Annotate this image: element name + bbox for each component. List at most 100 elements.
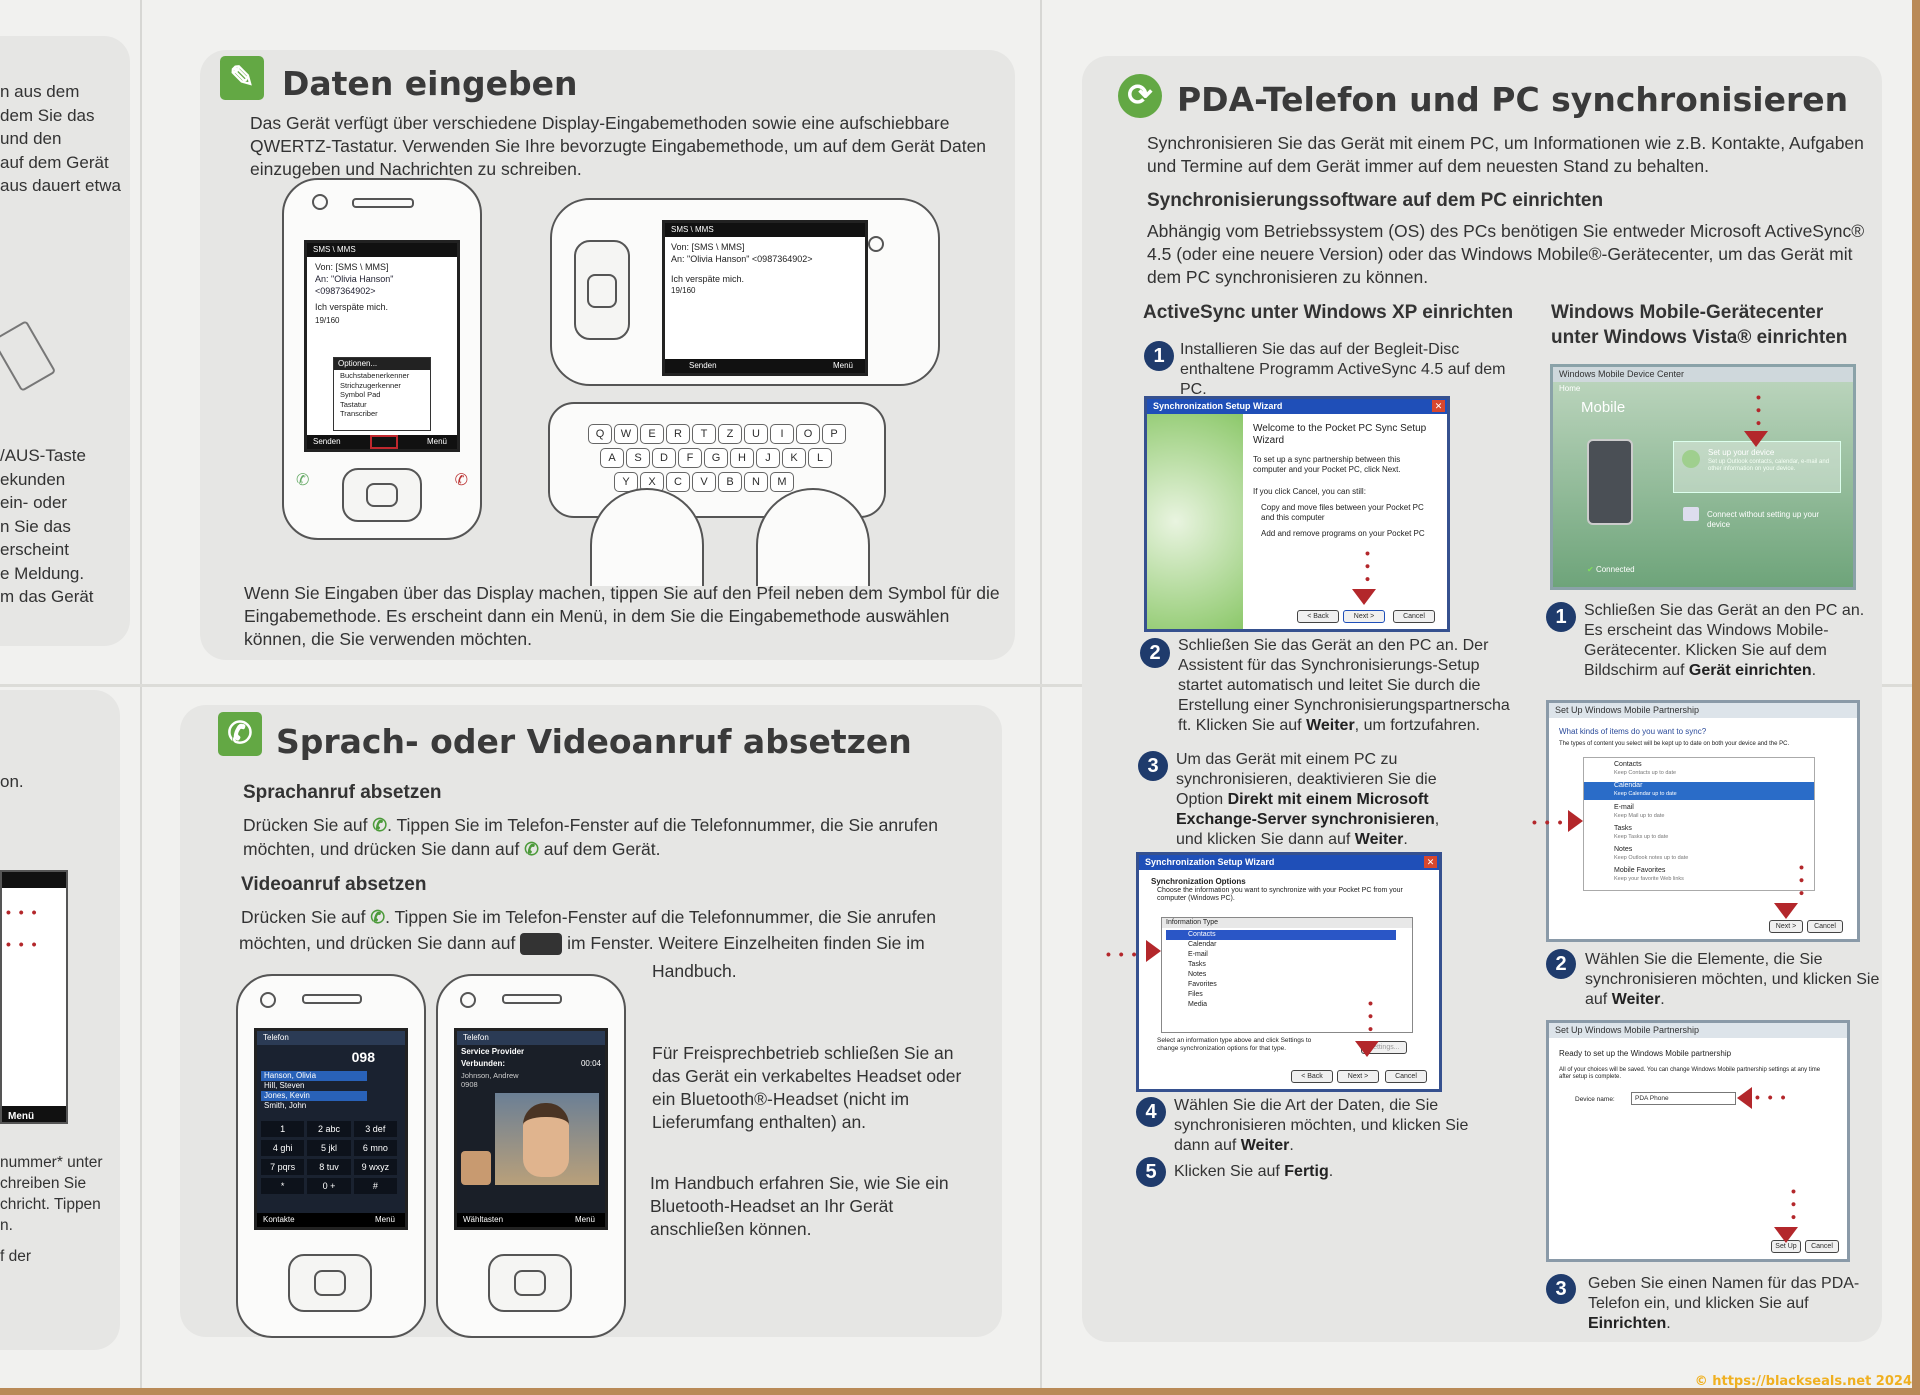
dial-key[interactable]: 1 xyxy=(261,1121,305,1137)
list-item-checkbox[interactable]: Calendar xyxy=(1188,941,1217,948)
cancel-button[interactable]: Cancel xyxy=(1807,920,1843,933)
dial-key[interactable]: * xyxy=(261,1178,305,1194)
contact-row[interactable]: Hill, Steven xyxy=(264,1081,305,1090)
key[interactable]: R xyxy=(666,424,690,444)
input-method-arrow-highlight[interactable] xyxy=(369,435,398,449)
cancel-button[interactable]: Cancel xyxy=(1805,1240,1839,1253)
menu-item-options[interactable]: Optionen... xyxy=(334,358,430,370)
list-item-checkbox[interactable]: Files xyxy=(1188,991,1203,998)
step-text: . xyxy=(1660,991,1665,1008)
soft-key-contacts[interactable]: Kontakte xyxy=(263,1215,295,1224)
next-button[interactable]: Next > xyxy=(1337,1070,1379,1083)
window-title-bar: Set Up Windows Mobile Partnership xyxy=(1549,703,1857,718)
contact-row[interactable]: Hanson, Olivia xyxy=(261,1071,367,1081)
back-button[interactable]: < Back xyxy=(1297,610,1339,623)
soft-key-send[interactable]: Senden xyxy=(313,437,341,446)
xp-step-5-badge: 5 xyxy=(1136,1157,1166,1187)
key[interactable]: A xyxy=(600,448,624,468)
soft-key-menu[interactable]: Menü xyxy=(374,1215,395,1224)
step-text: Wählen Sie die Elemente, die Sie synchro… xyxy=(1585,951,1880,1008)
close-icon[interactable]: ✕ xyxy=(1424,856,1437,868)
wizard-side-graphic xyxy=(1147,414,1243,629)
soft-key-keypad[interactable]: Wähltasten xyxy=(463,1215,504,1224)
dial-key[interactable]: 5 jkl xyxy=(307,1140,351,1156)
sync-item-name: Mobile Favorites xyxy=(1614,867,1666,874)
key[interactable]: O xyxy=(796,424,820,444)
wizard-heading: Synchronization Options xyxy=(1151,877,1246,886)
setup-device-option[interactable]: Set up your device Set up Outlook contac… xyxy=(1673,441,1841,493)
menu-item[interactable]: Tastatur xyxy=(340,399,367,409)
dial-key[interactable]: 9 wxyz xyxy=(353,1159,397,1175)
key[interactable]: F xyxy=(678,448,702,468)
close-icon[interactable]: ✕ xyxy=(1432,400,1445,412)
key[interactable]: I xyxy=(770,424,794,444)
back-button[interactable]: < Back xyxy=(1291,1070,1333,1083)
key[interactable]: D xyxy=(652,448,676,468)
key[interactable]: L xyxy=(808,448,832,468)
list-item-checkbox[interactable]: Media xyxy=(1188,1001,1208,1008)
next-button[interactable]: Next > xyxy=(1769,920,1803,933)
phone-drawing-video-call: Telefon Service Provider Verbunden: 00:0… xyxy=(436,974,626,1338)
dial-key[interactable]: 6 mno xyxy=(353,1140,397,1156)
key[interactable]: E xyxy=(640,424,664,444)
key[interactable]: U xyxy=(744,424,768,444)
key[interactable]: G xyxy=(704,448,728,468)
list-item-checkbox[interactable]: Favorites xyxy=(1188,981,1217,988)
cancel-button[interactable]: Cancel xyxy=(1385,1070,1427,1083)
list-item-checkbox[interactable]: Tasks xyxy=(1188,961,1206,968)
list-item-checkbox[interactable]: Notes xyxy=(1188,971,1207,978)
next-button[interactable]: Next > xyxy=(1343,610,1385,623)
dial-key[interactable]: 4 ghi xyxy=(261,1140,305,1156)
key[interactable]: V xyxy=(692,472,716,492)
key[interactable]: J xyxy=(756,448,780,468)
soft-key-menu[interactable]: Menü xyxy=(574,1215,595,1224)
key[interactable]: Q xyxy=(588,424,612,444)
dial-key[interactable]: 0 + xyxy=(307,1178,351,1194)
key[interactable]: C xyxy=(666,472,690,492)
key[interactable]: S xyxy=(626,448,650,468)
key[interactable]: H xyxy=(730,448,754,468)
wmdc-home-link[interactable]: Home xyxy=(1559,384,1581,393)
key[interactable]: T xyxy=(692,424,716,444)
screen-title-bar: Telefon xyxy=(257,1031,405,1045)
key[interactable]: B xyxy=(718,472,742,492)
cancel-button[interactable]: Cancel xyxy=(1393,610,1435,623)
sprach-heading: Sprachanruf absetzen xyxy=(243,782,442,803)
camera-lens-icon xyxy=(260,992,276,1008)
sprach-line-2: möchten, und drücken Sie dann auf ✆ auf … xyxy=(243,838,660,861)
list-item-checkbox[interactable]: Contacts xyxy=(1166,930,1396,940)
dial-key[interactable]: 8 tuv xyxy=(307,1159,351,1175)
menu-item[interactable]: Buchstabenerkenner xyxy=(340,371,410,380)
key[interactable]: W xyxy=(614,424,638,444)
soft-key-menu[interactable]: Menü xyxy=(832,361,853,370)
connect-without-setup-option[interactable]: Connect without setting up your device xyxy=(1673,503,1839,529)
key[interactable]: Z xyxy=(718,424,742,444)
menu-item[interactable]: Transcriber xyxy=(340,409,378,418)
key[interactable]: N xyxy=(744,472,768,492)
soft-key-menu[interactable]: Menü xyxy=(426,437,447,446)
menu-item[interactable]: Symbol Pad xyxy=(340,390,381,399)
contact-row[interactable]: Smith, John xyxy=(264,1101,307,1110)
key[interactable]: M xyxy=(770,472,794,492)
contact-row[interactable]: Jones, Kevin xyxy=(261,1091,367,1101)
key[interactable]: K xyxy=(782,448,806,468)
dial-key[interactable]: 3 def xyxy=(353,1121,397,1137)
key[interactable]: P xyxy=(822,424,846,444)
menu-item[interactable]: Strichzugerkenner xyxy=(340,380,401,390)
screen-to-field: An: "Olivia Hanson" <0987364902> xyxy=(671,254,813,264)
connected-status: ✔ Connected xyxy=(1587,565,1635,575)
dial-key[interactable]: 2 abc xyxy=(307,1121,351,1137)
soft-key-send[interactable]: Senden xyxy=(689,361,717,370)
dial-key[interactable]: # xyxy=(353,1178,397,1194)
red-dots-pointer: • • • xyxy=(1751,395,1767,428)
device-name-input[interactable]: PDA Phone xyxy=(1631,1092,1736,1105)
dial-key[interactable]: 7 pqrs xyxy=(261,1159,305,1175)
list-item-checkbox[interactable]: E-mail xyxy=(1188,951,1208,958)
red-dots-pointer: • • • xyxy=(1794,865,1810,898)
